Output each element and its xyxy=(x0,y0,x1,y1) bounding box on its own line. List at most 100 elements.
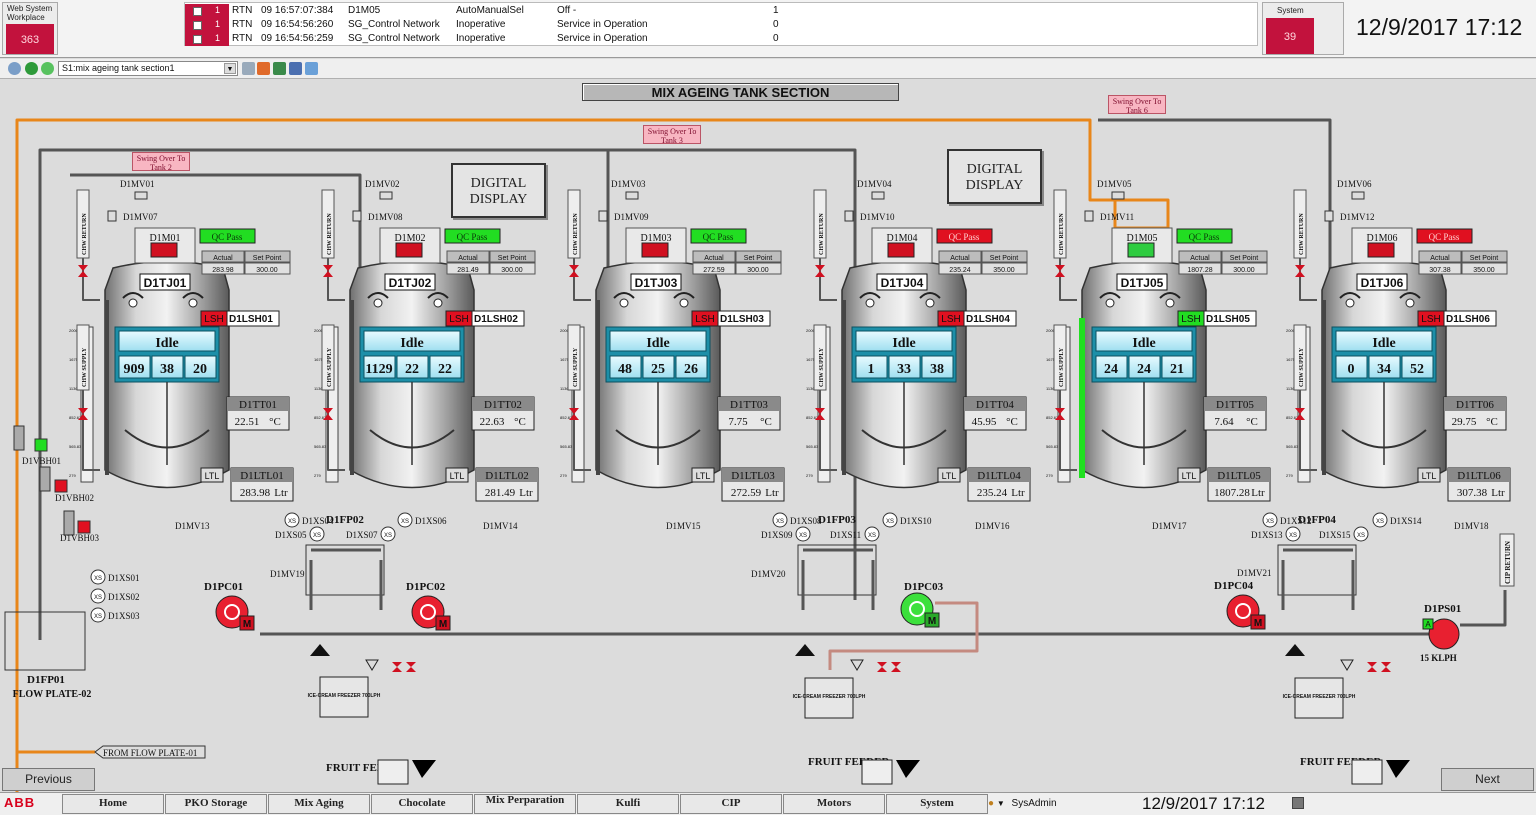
fruit-feeder-box[interactable] xyxy=(377,759,409,785)
xs-sensor-icon[interactable] xyxy=(795,526,811,542)
xs-sensor-icon[interactable] xyxy=(864,526,880,542)
vent-valve-icon[interactable] xyxy=(13,425,25,451)
tank-value-box[interactable] xyxy=(642,355,675,379)
minimize-icon[interactable] xyxy=(1292,797,1304,809)
back-icon[interactable] xyxy=(25,62,38,75)
motor-icon[interactable] xyxy=(887,242,915,258)
tank-state-box[interactable] xyxy=(1095,330,1193,352)
tank-value-box[interactable] xyxy=(429,355,462,379)
chw-return-valve-icon[interactable] xyxy=(1295,265,1305,277)
vent-valve-icon[interactable] xyxy=(63,510,75,536)
pump-motor-icon[interactable] xyxy=(924,612,940,628)
previous-button[interactable]: Previous xyxy=(2,768,95,791)
system-box[interactable]: System 39 xyxy=(1262,2,1344,55)
ltl-indicator[interactable] xyxy=(200,467,224,483)
tank-state-box[interactable] xyxy=(1335,330,1433,352)
chw-return-valve-icon[interactable] xyxy=(78,265,88,277)
freezer-valve-icon[interactable] xyxy=(891,662,901,672)
xs-sensor-icon[interactable] xyxy=(380,526,396,542)
side-valve-icon[interactable] xyxy=(107,210,117,222)
chw-supply-valve-icon[interactable] xyxy=(569,408,579,420)
side-valve-icon[interactable] xyxy=(352,210,362,222)
top-valve-icon[interactable] xyxy=(1111,191,1125,200)
tank-value-box[interactable] xyxy=(675,355,708,379)
freezer-valve-icon[interactable] xyxy=(1367,662,1377,672)
user-menu[interactable]: ● ▼ SysAdmin xyxy=(988,795,1138,813)
motor-icon[interactable] xyxy=(150,242,178,258)
tank-value-box[interactable] xyxy=(1161,355,1194,379)
motor-icon[interactable] xyxy=(1127,242,1155,258)
ltl-indicator[interactable] xyxy=(937,467,961,483)
tank-value-box[interactable] xyxy=(363,355,396,379)
chw-return-valve-icon[interactable] xyxy=(323,265,333,277)
nav-tab-pko-storage[interactable]: PKO Storage xyxy=(165,794,267,814)
qc-status-badge[interactable] xyxy=(1416,228,1473,244)
xs-sensor-icon[interactable] xyxy=(309,526,325,542)
tank-value-box[interactable] xyxy=(1368,355,1401,379)
ltl-indicator[interactable] xyxy=(1177,467,1201,483)
chw-supply-valve-icon[interactable] xyxy=(815,408,825,420)
web-system-alarm-count[interactable]: 363 xyxy=(6,24,54,54)
setpoint-value-box[interactable] xyxy=(1221,262,1268,275)
chw-return-valve-icon[interactable] xyxy=(815,265,825,277)
qc-status-badge[interactable] xyxy=(199,228,256,244)
tank-state-box[interactable] xyxy=(363,330,461,352)
qc-status-badge[interactable] xyxy=(1176,228,1233,244)
freezer-valve-icon[interactable] xyxy=(877,662,887,672)
forward-icon[interactable] xyxy=(41,62,54,75)
side-valve-icon[interactable] xyxy=(598,210,608,222)
nav-tab-mix-perparation[interactable]: Mix Perparation xyxy=(474,794,576,814)
setpoint-value-box[interactable] xyxy=(244,262,291,275)
tank-value-box[interactable] xyxy=(1128,355,1161,379)
motor-icon[interactable] xyxy=(1367,242,1395,258)
setpoint-value-box[interactable] xyxy=(981,262,1028,275)
window-icon[interactable] xyxy=(305,62,318,75)
side-valve-icon[interactable] xyxy=(1084,210,1094,222)
next-button[interactable]: Next xyxy=(1441,768,1534,791)
tank-value-box[interactable] xyxy=(1401,355,1434,379)
chw-supply-valve-icon[interactable] xyxy=(78,408,88,420)
xs-sensor-icon[interactable] xyxy=(1285,526,1301,542)
swing-over-tank-2[interactable]: Swing Over To Tank 2 xyxy=(132,152,190,172)
nav-tab-home[interactable]: Home xyxy=(62,794,164,814)
qc-status-badge[interactable] xyxy=(444,228,501,244)
digital-display-button-1[interactable]: DIGITAL DISPLAY xyxy=(451,163,546,218)
tank-value-box[interactable] xyxy=(1335,355,1368,379)
print-icon[interactable] xyxy=(242,62,255,75)
chw-supply-valve-icon[interactable] xyxy=(1055,408,1065,420)
freezer-valve-icon[interactable] xyxy=(1381,662,1391,672)
nav-tab-chocolate[interactable]: Chocolate xyxy=(371,794,473,814)
freezer-valve-icon[interactable] xyxy=(406,662,416,672)
nav-tab-mix-aging[interactable]: Mix Aging xyxy=(268,794,370,814)
trend-icon[interactable] xyxy=(273,62,286,75)
tank-tag[interactable] xyxy=(630,273,682,291)
chw-supply-valve-icon[interactable] xyxy=(1295,408,1305,420)
top-valve-icon[interactable] xyxy=(379,191,393,200)
tank-tag[interactable] xyxy=(1356,273,1408,291)
freezer-valve-icon[interactable] xyxy=(392,662,402,672)
tank-value-box[interactable] xyxy=(609,355,642,379)
top-valve-icon[interactable] xyxy=(625,191,639,200)
web-system-workplace-box[interactable]: Web System Workplace 363 xyxy=(2,2,58,55)
ltl-indicator[interactable] xyxy=(445,467,469,483)
from-flow-plate-tag[interactable] xyxy=(94,745,206,759)
xs-sensor-icon[interactable] xyxy=(90,569,106,585)
ice-cream-freezer[interactable] xyxy=(319,676,369,718)
motor-icon[interactable] xyxy=(395,242,423,258)
tank-value-box[interactable] xyxy=(855,355,888,379)
nav-tab-system[interactable]: System xyxy=(886,794,988,814)
motor-icon[interactable] xyxy=(641,242,669,258)
ltl-indicator[interactable] xyxy=(691,467,715,483)
chw-return-valve-icon[interactable] xyxy=(1055,265,1065,277)
digital-display-button-2[interactable]: DIGITAL DISPLAY xyxy=(947,149,1042,204)
grid-icon[interactable] xyxy=(289,62,302,75)
display-select[interactable]: S1:mix ageing tank section1 ▼ xyxy=(58,61,238,76)
xs-sensor-icon[interactable] xyxy=(90,607,106,623)
xs-sensor-icon[interactable] xyxy=(284,512,300,528)
top-valve-icon[interactable] xyxy=(1351,191,1365,200)
swing-over-tank-6[interactable]: Swing Over To Tank 6 xyxy=(1108,95,1166,115)
top-valve-icon[interactable] xyxy=(871,191,885,200)
